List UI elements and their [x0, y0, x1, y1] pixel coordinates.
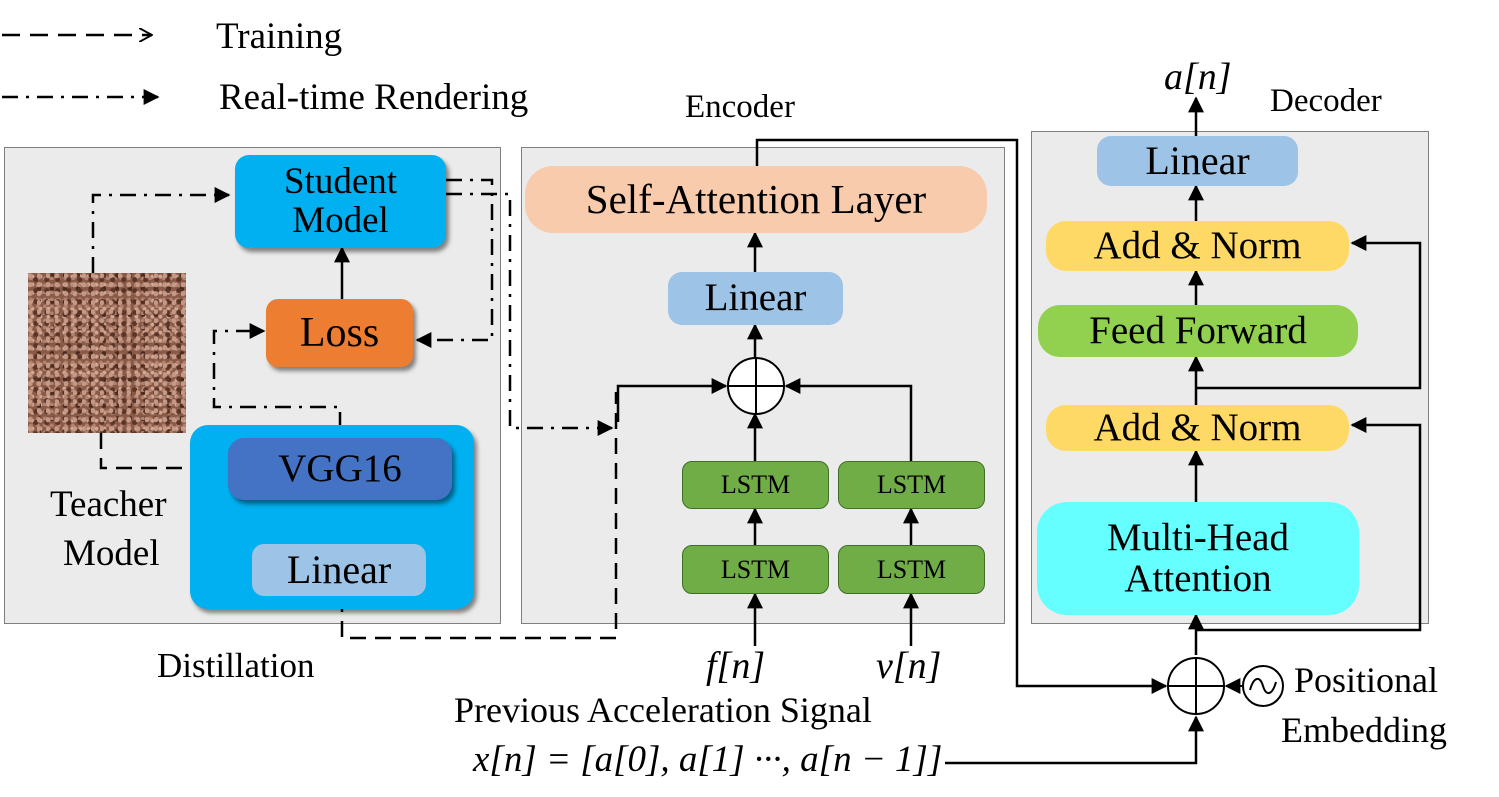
encoder-linear: Linear [668, 272, 843, 325]
lstm-f-bottom: LSTM [682, 545, 829, 594]
encoder-title: Encoder [685, 89, 795, 125]
legend-realtime-label: Real-time Rendering [219, 77, 529, 118]
decoder-output-label: a[n] [1164, 56, 1232, 98]
multi-head-attention-label-line2: Attention [1124, 556, 1272, 600]
input-f-label: f[n] [706, 645, 766, 687]
teacher-model-label-line1: Teacher [50, 484, 167, 525]
encoder-linear-label: Linear [704, 276, 807, 320]
add-norm-top: Add & Norm [1046, 221, 1349, 271]
self-attention-layer: Self-Attention Layer [525, 166, 987, 233]
student-model: Student Model [235, 155, 446, 248]
positional-embedding-label-line1: Positional [1294, 660, 1439, 700]
decoder-linear-label: Linear [1145, 138, 1250, 183]
add-norm-label: Add & Norm [1093, 405, 1302, 449]
decoder-title: Decoder [1270, 83, 1382, 119]
decoder-linear: Linear [1097, 136, 1298, 186]
lstm-label: LSTM [876, 554, 947, 584]
loss-box: Loss [266, 299, 413, 367]
input-v-label: v[n] [876, 645, 942, 687]
lstm-f-top: LSTM [682, 461, 829, 509]
multi-head-attention-label-line1: Multi-Head [1107, 515, 1289, 559]
vgg16-box: VGG16 [228, 438, 452, 500]
texture-sample-image [28, 273, 186, 433]
vgg16-label: VGG16 [278, 446, 402, 490]
teacher-model-label-line2: Model [63, 533, 160, 574]
feed-forward-label: Feed Forward [1089, 308, 1307, 352]
add-norm-bottom: Add & Norm [1046, 405, 1349, 451]
legend-training-label: Training [216, 16, 343, 57]
loss-label: Loss [299, 309, 380, 356]
previous-signal-label: Previous Acceleration Signal [454, 690, 872, 730]
lstm-label: LSTM [720, 470, 791, 500]
lstm-label: LSTM [876, 470, 947, 500]
positional-embedding-label-line2: Embedding [1281, 710, 1447, 750]
lstm-v-bottom: LSTM [838, 545, 985, 594]
feed-forward-box: Feed Forward [1038, 305, 1358, 357]
multi-head-attention-box: Multi-Head Attention [1037, 502, 1359, 615]
lstm-v-top: LSTM [838, 461, 985, 509]
distill-linear-label: Linear [286, 547, 392, 592]
self-attention-label: Self-Attention Layer [585, 175, 927, 222]
input-sequence-formula: x[n] = [a[0], a[1] ···, a[n − 1]] [473, 739, 943, 780]
lstm-label: LSTM [720, 554, 791, 584]
add-norm-label: Add & Norm [1093, 223, 1302, 267]
student-model-label-line2: Model [292, 199, 389, 241]
distillation-label: Distillation [157, 646, 315, 685]
distill-linear: Linear [252, 544, 426, 596]
student-model-label-line1: Student [283, 160, 398, 202]
